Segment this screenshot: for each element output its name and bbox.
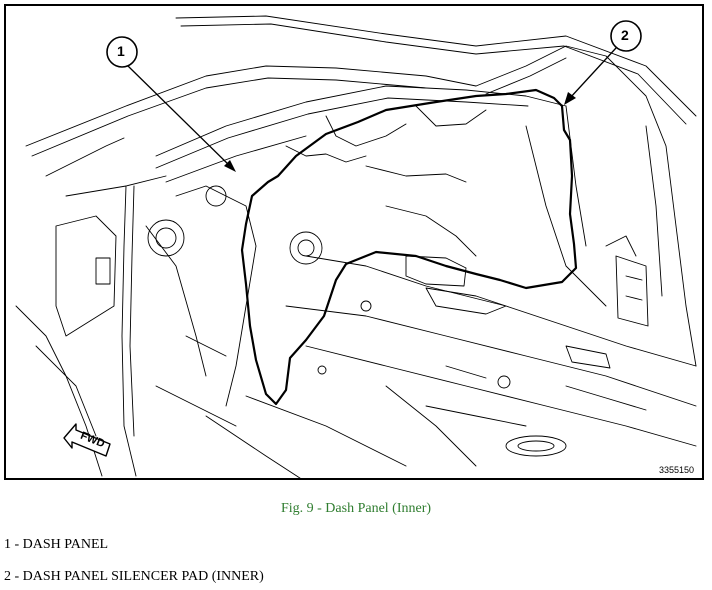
callout-2-label: 2 [621, 27, 629, 43]
dash-panel-illustration [15, 15, 697, 478]
silencer-pad-outline [240, 88, 578, 406]
figure-frame: 1 2 FWD 3355150 [4, 4, 704, 480]
callout-2 [564, 20, 642, 105]
legend-item-dash-panel: 1 - DASH PANEL [4, 537, 109, 552]
figure-caption: Fig. 9 - Dash Panel (Inner) [280, 501, 432, 516]
legend-item-silencer-pad: 2 - DASH PANEL SILENCER PAD (INNER) [4, 569, 264, 584]
fwd-arrow-icon [63, 423, 111, 457]
callout-1-label: 1 [117, 43, 125, 59]
figure-number: 3355150 [658, 465, 694, 475]
callout-1 [106, 36, 236, 172]
